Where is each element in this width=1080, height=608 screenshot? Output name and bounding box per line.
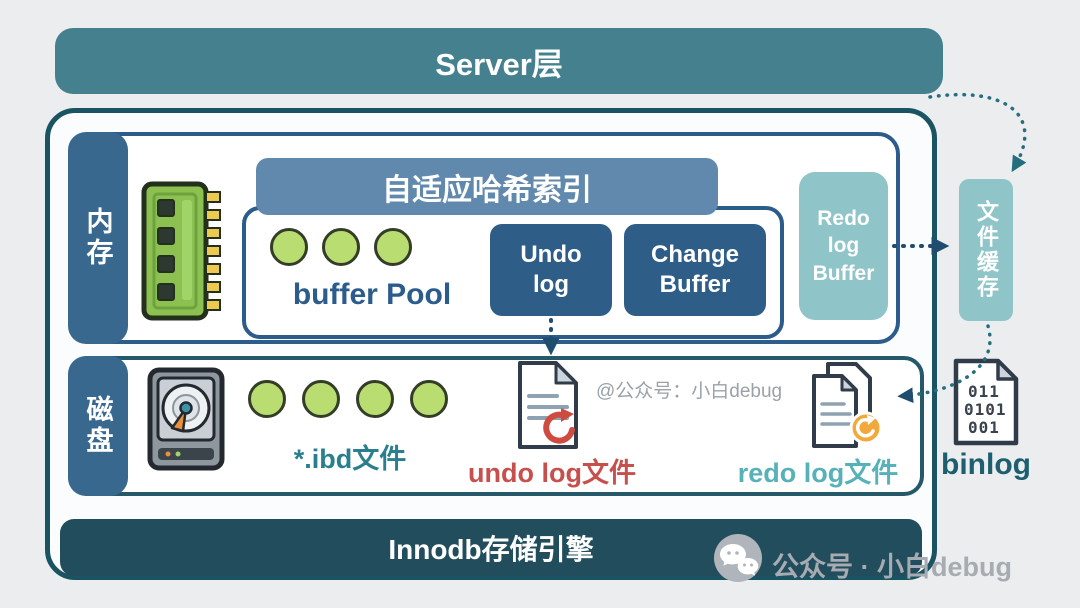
memory-row-label-box: 内存 (68, 132, 128, 344)
buffer-pool-label: buffer Pool (292, 278, 452, 311)
binlog-binary-line: 001 (968, 418, 1000, 437)
ibd-page-circle (302, 380, 340, 418)
ram-icon (141, 181, 221, 321)
binlog-binary-line: 0101 (964, 400, 1007, 419)
disk-row-label-box: 磁盘 (68, 356, 128, 496)
redo-log-file-label: redo log文件 (737, 458, 899, 488)
undo-log-file-label: undo log文件 (468, 458, 636, 488)
redo-log-file-icon (812, 362, 883, 448)
adaptive-hash-index-box: 自适应哈希索引 (256, 158, 718, 215)
footer-watermark-text: 公众号 · 小白debug (772, 552, 1012, 582)
server-layer-bar: Server层 (55, 28, 943, 94)
binlog-file-icon: 011 0101 001 (953, 358, 1019, 446)
buffer-pool-page-circle (270, 228, 308, 266)
adaptive-hash-index-label: 自适应哈希索引 (382, 173, 592, 207)
disk-watermark-text: @公众号：小白debug (596, 381, 783, 402)
change-buffer-label: Change Buffer (650, 241, 739, 298)
buffer-pool-page-circle (322, 228, 360, 266)
ibd-page-circle (248, 380, 286, 418)
hdd-icon (147, 367, 225, 471)
redo-log-buffer-box: Redo log Buffer (799, 172, 888, 320)
undo-log-box: Undo log (490, 224, 612, 316)
undo-log-label: Undo log (520, 241, 582, 298)
ibd-file-label: *.ibd文件 (293, 444, 407, 474)
memory-label: 内存 (82, 207, 113, 269)
redo-log-buffer-label: Redo log Buffer (812, 207, 875, 285)
ibd-page-circle (410, 380, 448, 418)
server-layer-label: Server层 (435, 46, 563, 82)
buffer-pool-page-circle (374, 228, 412, 266)
ibd-page-circle (356, 380, 394, 418)
file-cache-box: 文件缓存 (959, 179, 1013, 321)
binlog-label: binlog (941, 448, 1031, 481)
innodb-engine-bar: Innodb存储引擎 (60, 519, 922, 576)
file-cache-label: 文件缓存 (974, 200, 999, 300)
binlog-binary-line: 011 (968, 382, 1000, 401)
undo-log-file-icon (518, 361, 578, 449)
change-buffer-box: Change Buffer (624, 224, 766, 316)
disk-label: 磁盘 (82, 395, 113, 457)
innodb-engine-label: Innodb存储引擎 (388, 533, 594, 565)
arrow-server-to-filecache (928, 92, 1027, 173)
wechat-icon (714, 534, 762, 582)
